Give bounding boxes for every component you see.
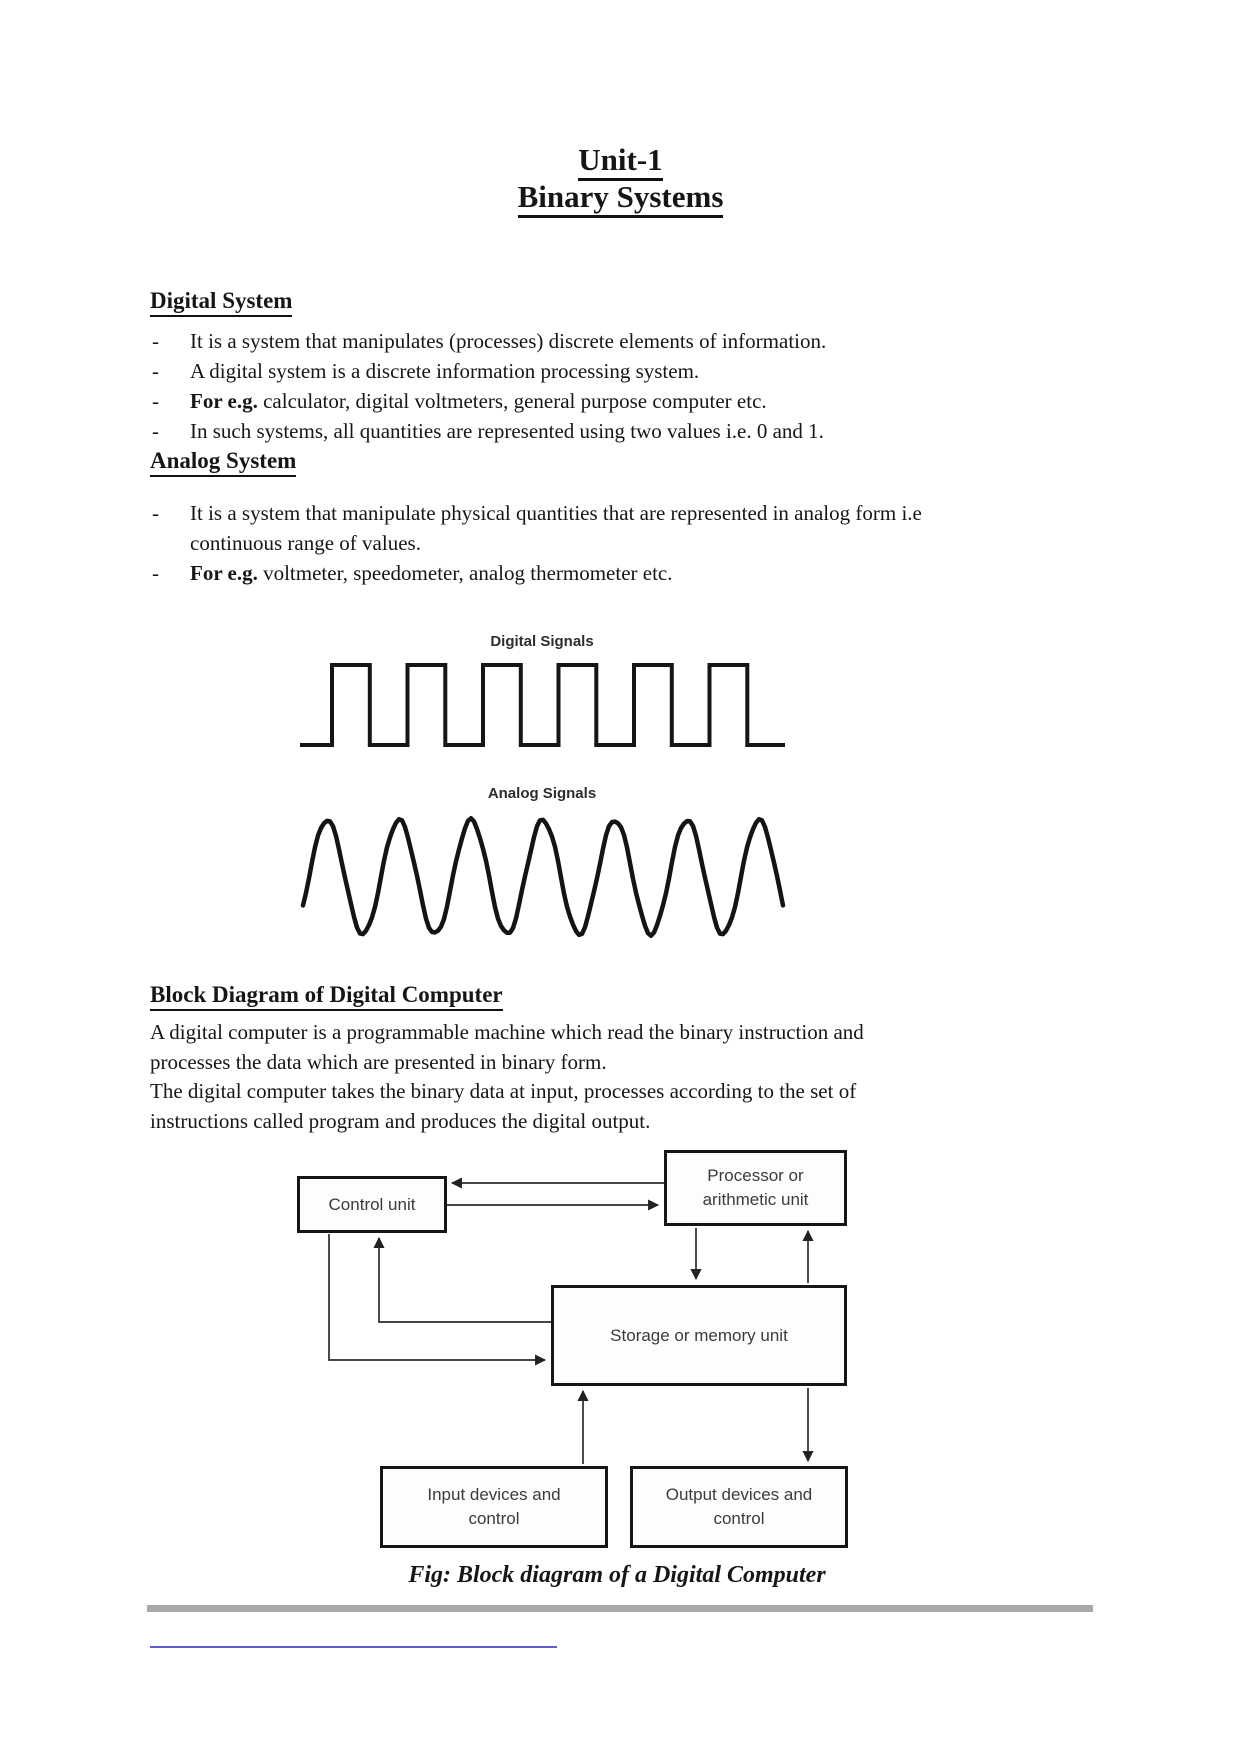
section-divider-bar xyxy=(147,1605,1093,1612)
bullet-dash: - xyxy=(152,561,159,585)
arrow-storage-to-control xyxy=(373,1236,551,1323)
bullet-text: It is a system that manipulate physical … xyxy=(190,501,922,555)
bullet-analog-2: - For e.g. voltmeter, speedometer, analo… xyxy=(152,558,1112,588)
bullet-text: For e.g. calculator, digital voltmeters,… xyxy=(190,386,1112,416)
heading-block-diagram: Block Diagram of Digital Computer xyxy=(150,982,503,1011)
page-title: Unit-1 Binary Systems xyxy=(0,141,1241,218)
arrow-control-to-storage xyxy=(328,1234,547,1366)
heading-analog-system: Analog System xyxy=(150,448,297,477)
bullet-rest: voltmeter, speedometer, analog thermomet… xyxy=(257,561,673,585)
title-line-2: Binary Systems xyxy=(0,178,1241,218)
digital-signals-label: Digital Signals xyxy=(490,633,594,650)
bullet-bold-lead: For e.g. xyxy=(190,561,258,585)
bullet-text: It is a system that manipulates (process… xyxy=(190,329,827,353)
heading-digital-system-text: Digital System xyxy=(150,288,293,317)
bullet-digital-4: - In such systems, all quantities are re… xyxy=(152,416,1112,446)
title-subject: Binary Systems xyxy=(517,179,724,218)
bullet-digital-2: - A digital system is a discrete informa… xyxy=(152,356,1112,386)
diagram-box-output-devices: Output devices and control xyxy=(630,1466,848,1548)
heading-digital-system: Digital System xyxy=(150,288,293,317)
bullet-text: A digital system is a discrete informati… xyxy=(190,359,700,383)
title-line-1: Unit-1 xyxy=(0,141,1241,181)
diagram-box-control-unit: Control unit xyxy=(297,1176,447,1233)
block-diagram-paragraph: A digital computer is a programmable mac… xyxy=(150,1020,864,1133)
digital-signal-waveform xyxy=(300,663,785,747)
bullet-dash: - xyxy=(152,329,159,353)
bullet-dash: - xyxy=(152,501,159,525)
diagram-box-storage-unit: Storage or memory unit xyxy=(551,1285,847,1386)
diagram-box-processor-unit: Processor or arithmetic unit xyxy=(664,1150,847,1226)
bullet-dash: - xyxy=(152,389,159,413)
diagram-box-input-devices: Input devices and control xyxy=(380,1466,608,1548)
bullet-text: For e.g. voltmeter, speedometer, analog … xyxy=(190,558,1112,588)
bullet-rest: calculator, digital voltmeters, general … xyxy=(257,389,767,413)
bullet-text: In such systems, all quantities are repr… xyxy=(190,419,824,443)
analog-signal-waveform xyxy=(300,816,786,938)
bullet-analog-1: - It is a system that manipulate physica… xyxy=(152,498,1112,558)
heading-analog-system-text: Analog System xyxy=(150,448,297,477)
heading-block-diagram-text: Block Diagram of Digital Computer xyxy=(150,982,503,1011)
bullet-dash: - xyxy=(152,419,159,443)
bullet-digital-3: - For e.g. calculator, digital voltmeter… xyxy=(152,386,1112,416)
footnote-separator-line xyxy=(150,1646,557,1648)
bullet-dash: - xyxy=(152,359,159,383)
title-unit: Unit-1 xyxy=(578,142,663,181)
analog-signals-label: Analog Signals xyxy=(487,785,597,802)
bullet-bold-lead: For e.g. xyxy=(190,389,258,413)
bullet-digital-1: - It is a system that manipulates (proce… xyxy=(152,326,1112,356)
figure-caption: Fig: Block diagram of a Digital Computer xyxy=(408,1562,826,1588)
